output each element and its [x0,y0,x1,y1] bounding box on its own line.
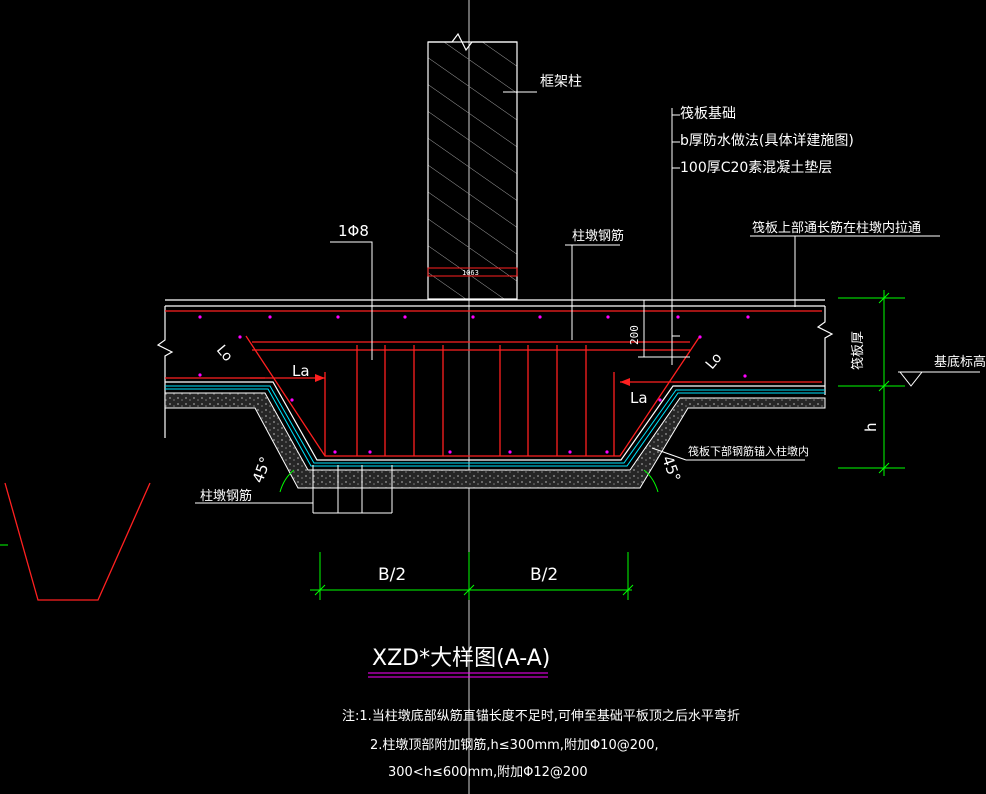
left-section-outline [4,482,151,601]
lo-left-label: Lo [213,342,236,365]
base-elevation-mark [898,371,980,387]
raft-outline [156,299,834,438]
note-line-3: 300<h≤600mm,附加Φ12@200 [388,765,588,780]
b-half-right-label: B/2 [530,565,558,585]
raft-foundation-label: 筏板基础 [680,105,736,122]
base-elevation-label: 基底标高 [934,354,986,370]
bottom-dimension [310,552,634,600]
column-small-label: 1063 [462,269,479,277]
frame-column: 1063 [427,32,518,300]
pier-outline [165,381,825,461]
la-right-label: La [630,389,648,407]
bottom-rebar-note: 筏板下部钢筋锚入柱墩内 [688,444,809,458]
note-line-2: 2.柱墩顶部附加钢筋,h≤300mm,附加Φ10@200, [370,737,659,753]
angle-arc-left [279,469,295,493]
waterproof-layer [165,385,825,467]
raft-thickness-label: 筏板厚 [850,331,866,370]
b-half-left-label: B/2 [378,565,406,585]
angle-left-label: 45° [249,454,275,485]
dim-200-label: 200 [628,325,641,345]
leader-lines [195,91,940,514]
rebar-markers [198,315,750,454]
right-dimension [838,290,905,476]
frame-column-label: 框架柱 [540,74,582,90]
lo-right-label: Lo [703,350,726,373]
top-rebar-note: 筏板上部通长筋在柱墩内拉通 [752,220,921,236]
note-line-1: 注:1.当柱墩底部纵筋直锚长度不足时,可伸至基础平板顶之后水平弯折 [342,708,740,724]
cushion-label: 100厚C20素混凝土垫层 [680,160,832,176]
h-label: h [862,422,880,432]
dim-200 [638,300,690,358]
pier-rebar-top-label: 柱墩钢筋 [572,228,624,244]
angle-arc-right [643,469,659,493]
la-left-label: La [292,362,310,380]
title-underline [368,672,548,678]
rebar-1phi8-label: 1Φ8 [338,222,369,240]
waterproofing-label: b厚防水做法(具体详建施图) [680,133,854,149]
cushion-layer [164,392,826,489]
rebar-group [165,310,822,457]
pier-rebar-bottom-label: 柱墩钢筋 [200,488,252,504]
drawing-title: XZD*大样图(A-A) [372,646,550,671]
